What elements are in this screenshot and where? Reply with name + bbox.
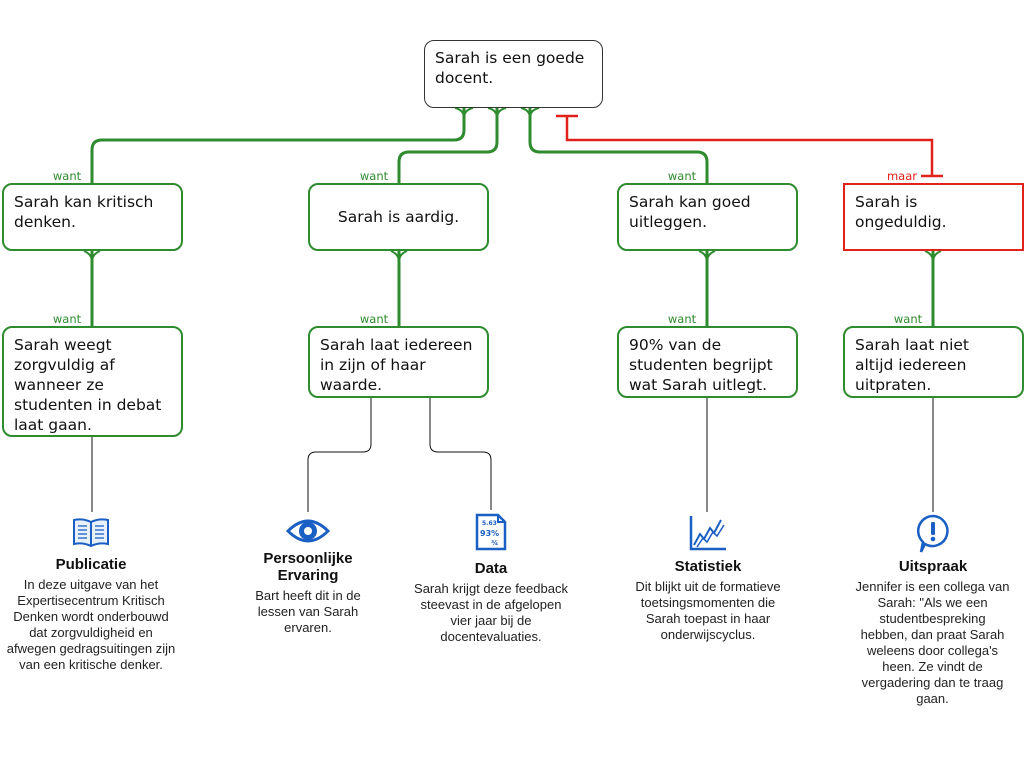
- evidence-persoonlijke-ervaring: Persoonlijke Ervaring Bart heeft dit in …: [223, 516, 393, 636]
- connector-flare: [520, 107, 540, 119]
- connector-flare: [698, 250, 716, 263]
- support-box[interactable]: Sarah laat iedereen in zijn of haar waar…: [308, 326, 489, 398]
- connector-label: want: [667, 169, 697, 183]
- connector-label: want: [52, 169, 82, 183]
- connector-flare: [390, 250, 408, 263]
- connector-claim-reason-1: [90, 107, 466, 184]
- evidence-description: Sarah krijgt deze feedback steevast in d…: [414, 581, 568, 644]
- connector-claim-objection: [565, 116, 934, 176]
- evidence-title: Publicatie: [55, 556, 127, 573]
- connector-claim-reason-2: [397, 107, 499, 184]
- support-box[interactable]: Sarah laat niet altijd iedereen uitprate…: [843, 326, 1024, 398]
- evidence-data: 5.63 93% ¾ Data Sarah krijgt deze feedba…: [406, 512, 576, 645]
- support-box[interactable]: Sarah weegt zorgvuldig af wanneer ze stu…: [2, 326, 183, 437]
- evidence-statistiek: Statistiek Dit blijkt uit de formatieve …: [623, 514, 793, 643]
- main-claim-box[interactable]: Sarah is een goede docent.: [424, 40, 603, 108]
- support-box[interactable]: 90% van de studenten begrijpt wat Sarah …: [617, 326, 798, 398]
- reason-box[interactable]: Sarah is aardig.: [308, 183, 489, 251]
- document-icon-text: ¾: [491, 539, 498, 547]
- connector-flare: [454, 107, 474, 119]
- evidence-title: Persoonlijke Ervaring: [263, 550, 353, 584]
- connector-label: want: [359, 312, 389, 326]
- connector-label: maar: [886, 169, 918, 183]
- reason-box[interactable]: Sarah kan goed uitleggen.: [617, 183, 798, 251]
- objection-box[interactable]: Sarah is ongeduldig.: [843, 183, 1024, 251]
- connector-label: want: [52, 312, 82, 326]
- connector-flare: [924, 250, 942, 263]
- connector-label: want: [893, 312, 923, 326]
- evidence-title: Statistiek: [674, 558, 742, 575]
- evidence-description: Bart heeft dit in de lessen van Sarah er…: [255, 588, 361, 635]
- connector-flare: [83, 250, 101, 263]
- document-icon-text: 93%: [480, 529, 499, 538]
- connector-evidence-3: [429, 398, 492, 510]
- evidence-description: Dit blijkt uit de formatieve toetsingsmo…: [635, 579, 781, 642]
- reason-box[interactable]: Sarah kan kritisch denken.: [2, 183, 183, 251]
- evidence-publicatie: Publicatie In deze uitgave van het Exper…: [6, 516, 176, 673]
- evidence-uitspraak: Uitspraak Jennifer is een collega van Sa…: [848, 514, 1018, 707]
- speech-exclamation-icon: [916, 514, 949, 553]
- connector-label: want: [359, 169, 389, 183]
- evidence-description: In deze uitgave van het Expertisecentrum…: [6, 577, 176, 672]
- connector-label: want: [667, 312, 697, 326]
- book-icon: [73, 518, 109, 548]
- evidence-title: Data: [474, 560, 508, 577]
- document-icon: 5.63 93% ¾: [475, 513, 507, 551]
- connector-claim-reason-3: [528, 107, 709, 184]
- connector-evidence-2: [307, 398, 372, 512]
- chart-icon: [689, 516, 726, 551]
- connector-flare: [487, 107, 507, 119]
- evidence-description: Jennifer is een collega van Sarah: "Als …: [855, 579, 1010, 706]
- document-icon-text: 5.63: [482, 520, 497, 527]
- evidence-title: Uitspraak: [898, 558, 968, 575]
- eye-icon: [286, 519, 330, 543]
